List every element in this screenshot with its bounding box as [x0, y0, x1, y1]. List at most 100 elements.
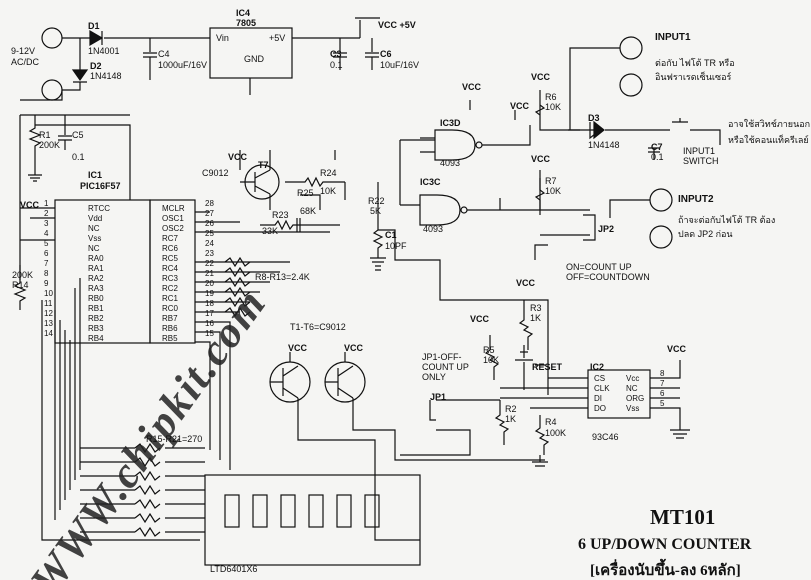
label-reset: RESET — [532, 362, 563, 372]
pin-number: 7 — [44, 259, 49, 268]
pin-number: 25 — [205, 229, 214, 238]
pin-label: RA3 — [88, 284, 104, 293]
pin-number: 10 — [44, 289, 53, 298]
capacitor-c4 — [143, 38, 157, 80]
resistor-r14 — [13, 265, 27, 310]
label-d1: D1 — [88, 21, 100, 31]
label-r7: R7 — [545, 176, 557, 186]
title-model: MT101 — [650, 505, 716, 529]
label-vcc-t1: VCC — [288, 343, 308, 353]
jp1-note: JP1-OFF- COUNT UP ONLY — [422, 352, 469, 382]
diode-d1 — [89, 29, 104, 47]
input1-switch — [660, 118, 721, 145]
resistor-r1 — [28, 115, 42, 182]
label-t7: T7 — [258, 160, 269, 170]
pin-label: CLK — [594, 384, 610, 393]
pin-label: Vss — [626, 404, 640, 413]
pin-number: 18 — [205, 299, 214, 308]
label-r24-val: 10K — [320, 186, 337, 196]
label-vcc-r5: VCC — [470, 314, 490, 324]
input1-label: INPUT1 — [655, 32, 691, 43]
pin-number: 27 — [205, 209, 214, 218]
pin-label: NC — [88, 224, 100, 233]
power-terminal-2 — [41, 79, 63, 101]
label-vin: Vin — [216, 33, 229, 43]
label-r8-r13: R8-R13=2.4K — [255, 272, 310, 282]
pin-number: 14 — [44, 329, 53, 338]
pin-label: RB0 — [88, 294, 104, 303]
pin-number: 9 — [44, 279, 49, 288]
pin-number: 19 — [205, 289, 214, 298]
pin-label: Vcc — [626, 374, 640, 383]
input2-terminal-2 — [649, 225, 673, 249]
label-ic3c: IC3C — [420, 177, 441, 187]
label-c7: C7 — [651, 142, 663, 152]
label-r6: R6 — [545, 92, 557, 102]
label-jp2: JP2 — [598, 224, 615, 234]
label-c6: C6 — [380, 49, 392, 59]
resistor-array-r15-r21 — [134, 442, 161, 538]
pin-label: RC5 — [162, 254, 179, 263]
pin-number: 8 — [44, 269, 49, 278]
label-input1-switch: INPUT1 SWITCH — [683, 146, 719, 166]
label-r14: R14 — [12, 280, 29, 290]
seven-segment-display — [204, 474, 421, 566]
supply-type: AC/DC — [11, 57, 40, 67]
label-c1: C1 — [385, 230, 397, 240]
label-ic3d: IC3D — [440, 118, 461, 128]
pin-label: RB5 — [162, 334, 178, 343]
label-r25: R25 — [297, 188, 314, 198]
input1-terminal-2 — [619, 73, 643, 97]
switch-note: อาจใช้สวิทช์ภายนอก หรือใช้คอนแท็ครีเลย์ — [728, 119, 811, 145]
pin-label: RA1 — [88, 264, 104, 273]
label-vcc-ic2: VCC — [667, 344, 687, 354]
pin-number: 7 — [660, 379, 665, 388]
label-c5-val: 0.1 — [72, 152, 85, 162]
label-r3-val: 1K — [530, 313, 542, 323]
label-r2-val: 1K — [505, 414, 517, 424]
pin-number: 24 — [205, 239, 214, 248]
pin-number: 5 — [660, 399, 665, 408]
title-thai: [เครื่องนับขึ้น-ลง 6หลัก] — [590, 563, 741, 579]
pin-number: 21 — [205, 269, 214, 278]
label-d2-part: 1N4148 — [90, 71, 122, 81]
pin-label: Vss — [88, 234, 102, 243]
label-vcc-r6: VCC — [531, 72, 551, 82]
pin-label: CS — [594, 374, 606, 383]
label-r22-val: 5K — [370, 206, 382, 216]
regulator-ic4 — [209, 27, 293, 79]
title-name: 6 UP/DOWN COUNTER — [578, 536, 752, 553]
label-r3: R3 — [530, 303, 542, 313]
label-jp1: JP1 — [430, 392, 447, 402]
label-c4: C4 — [158, 49, 170, 59]
label-vcc-t7: VCC — [228, 152, 248, 162]
label-r2: R2 — [505, 404, 517, 414]
pin-label: NC — [626, 384, 638, 393]
label-r22: R22 — [368, 196, 385, 206]
nand-gate-ic3d — [434, 129, 476, 161]
label-plus5: +5V — [269, 33, 286, 43]
pin-number: 4 — [44, 229, 49, 238]
vcc-5v-label: VCC +5V — [378, 20, 416, 30]
label-r25-val: 68K — [300, 206, 317, 216]
pin-number: 17 — [205, 309, 214, 318]
jumper-jp2 — [583, 214, 596, 241]
label-vcc-r7: VCC — [531, 154, 551, 164]
label-r23: R23 — [272, 210, 289, 220]
label-c3-val: 0.1 — [330, 60, 343, 70]
label-ic4: IC4 — [236, 8, 251, 18]
input1-note: ต่อกับ ไฟโต้ TR หรือ อินฟราเรดเซ็นเซอร์ — [655, 58, 735, 82]
input1-terminal-1 — [619, 36, 643, 60]
pin-label: RB2 — [88, 314, 104, 323]
label-c3: C3 — [330, 49, 342, 59]
pin-label: RC6 — [162, 244, 179, 253]
pin-number: 6 — [44, 249, 49, 258]
label-r1: R1 — [39, 130, 51, 140]
label-c7-val: 0.1 — [651, 152, 664, 162]
pin-label: DI — [594, 394, 602, 403]
pin-label: RB3 — [88, 324, 104, 333]
label-c1-val: 10PF — [385, 241, 407, 251]
label-ic2-part: 93C46 — [592, 432, 619, 442]
label-c5: C5 — [72, 130, 84, 140]
supply-voltage: 9-12V — [11, 46, 36, 56]
